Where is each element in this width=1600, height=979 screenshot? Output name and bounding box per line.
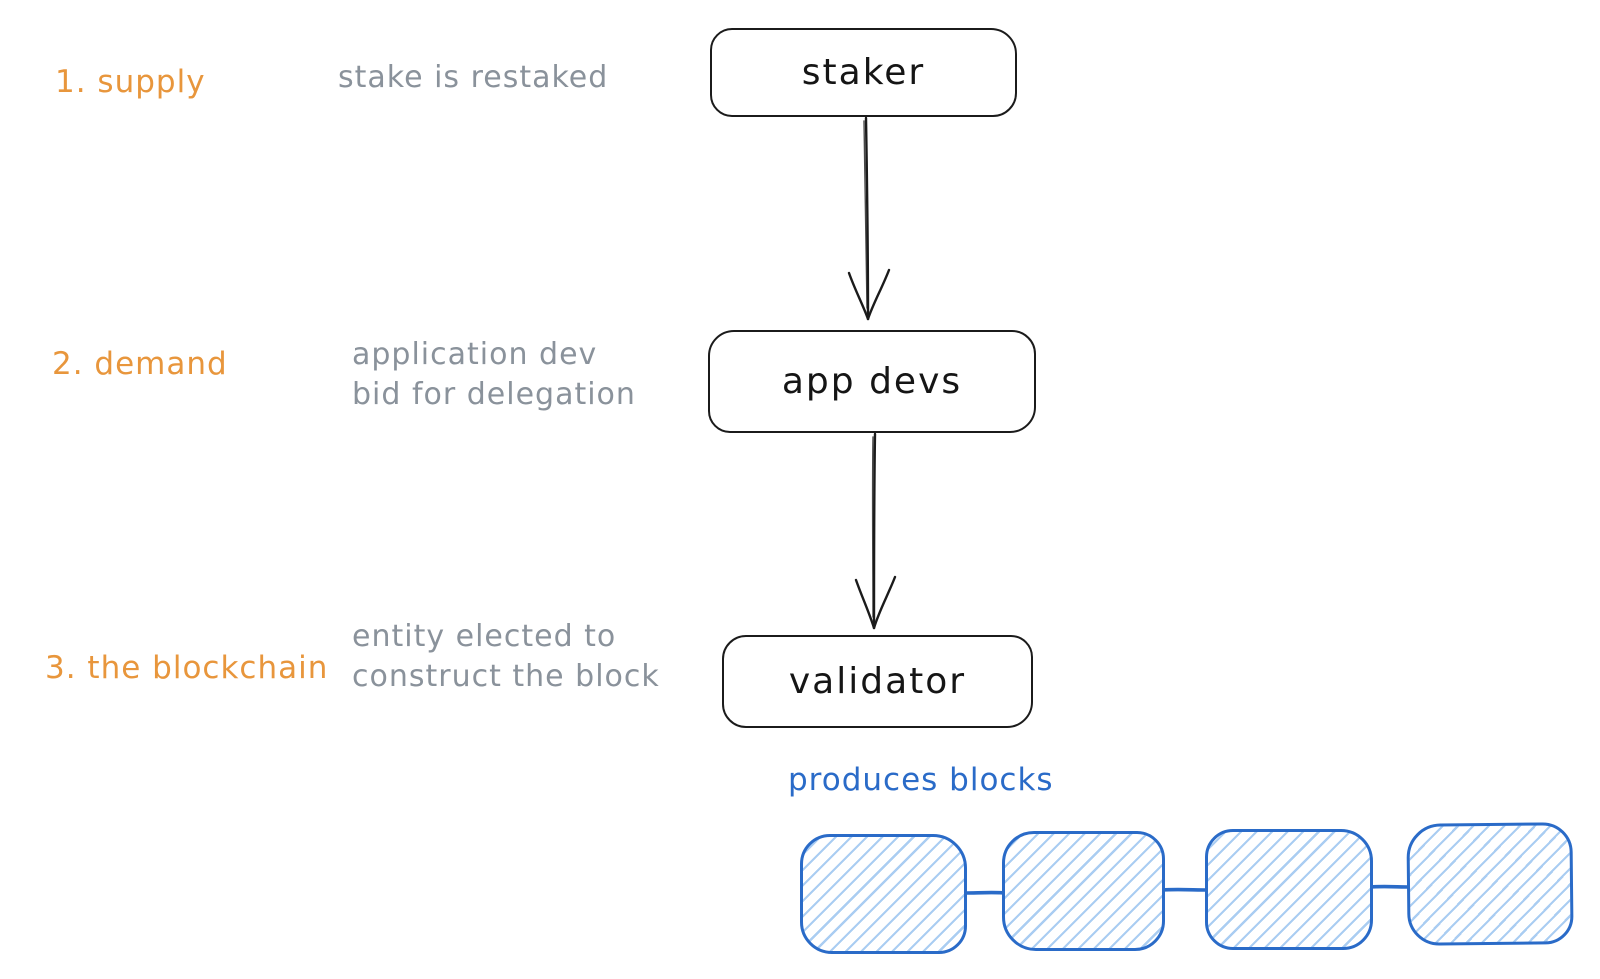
- annotation-line: construct the block: [352, 659, 660, 694]
- blockchain-block: [800, 834, 967, 954]
- arrow-appdevs-to-validator: [854, 432, 897, 630]
- step-label-blockchain: 3. the blockchain: [45, 650, 329, 686]
- annotation-line: entity elected to: [352, 619, 617, 654]
- node-validator: validator: [722, 635, 1033, 728]
- node-app-devs: app devs: [708, 330, 1036, 433]
- annotation-line: stake is restaked: [338, 60, 609, 95]
- node-app-devs-label: app devs: [781, 361, 963, 402]
- node-validator-label: validator: [788, 661, 967, 702]
- produces-blocks-label: produces blocks: [788, 762, 1054, 798]
- step-label-supply: 1. supply: [55, 64, 206, 100]
- annotation-blockchain: entity elected to construct the block: [352, 617, 660, 697]
- annotation-line: bid for delegation: [352, 377, 636, 412]
- step-label-demand: 2. demand: [52, 346, 228, 382]
- blockchain-block: [1002, 831, 1165, 951]
- annotation-line: application dev: [352, 337, 598, 372]
- annotation-supply: stake is restaked: [338, 58, 608, 98]
- node-staker: staker: [710, 28, 1017, 117]
- annotation-demand: application dev bid for delegation: [352, 335, 636, 415]
- arrow-staker-to-appdevs: [847, 116, 891, 321]
- node-staker-label: staker: [801, 52, 926, 93]
- blockchain-block: [1205, 829, 1373, 950]
- blockchain-block: [1406, 822, 1574, 946]
